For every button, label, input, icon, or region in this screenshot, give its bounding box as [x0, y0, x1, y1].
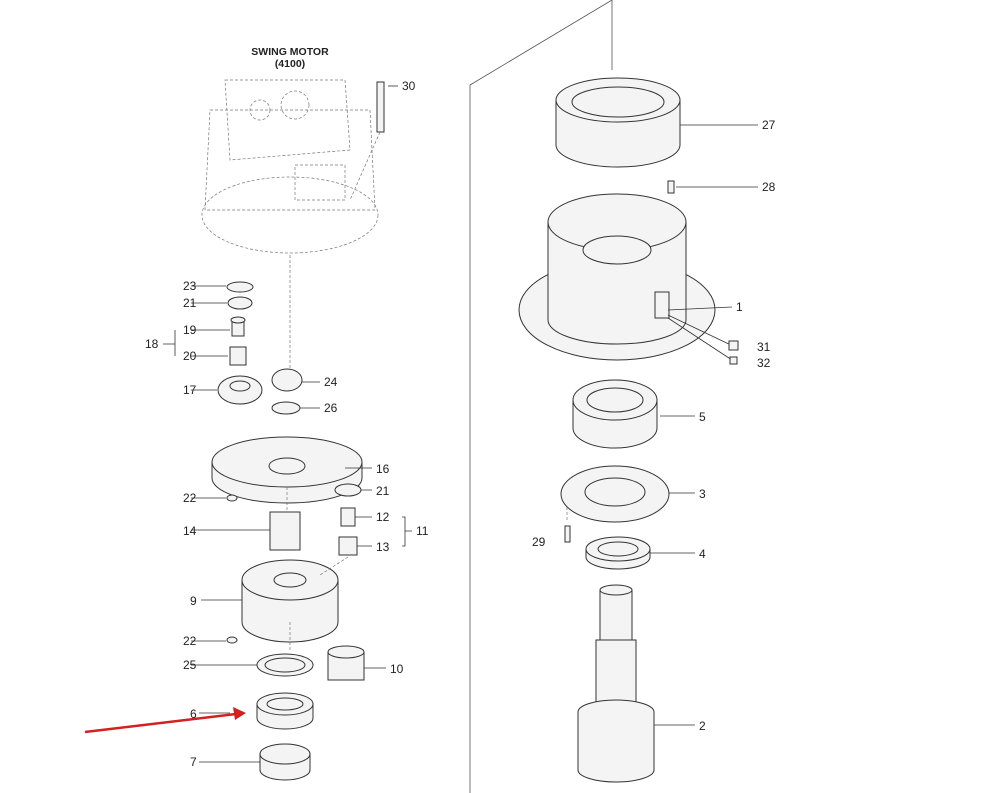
callout-9: 9 [190, 594, 197, 608]
callout-16: 16 [376, 462, 390, 476]
callout-13: 13 [376, 540, 390, 554]
callout-3: 3 [699, 487, 706, 501]
left-parts [163, 281, 412, 781]
callout-27: 27 [762, 118, 776, 132]
ring-gear-part [555, 77, 758, 168]
roller-bearing-part [572, 379, 695, 449]
callout-30: 30 [402, 79, 416, 93]
screw-part [564, 505, 571, 543]
callout-32: 32 [757, 356, 771, 370]
callout-17: 17 [183, 383, 197, 397]
swing-motor-outline [201, 79, 379, 372]
callout-26: 26 [324, 401, 338, 415]
callout-21b: 21 [376, 484, 390, 498]
callout-31: 31 [757, 340, 771, 354]
swing-motor-title: SWING MOTOR [251, 46, 329, 58]
callout-12: 12 [376, 510, 390, 524]
callout-19: 19 [183, 323, 197, 337]
callout-11: 11 [416, 524, 429, 538]
bolt-part [349, 81, 398, 201]
callout-18: 18 [145, 337, 159, 351]
callout-25: 25 [183, 658, 197, 672]
callout-10: 10 [390, 662, 404, 676]
callout-6: 6 [190, 707, 197, 721]
callout-1: 1 [736, 300, 743, 314]
callout-5: 5 [699, 410, 706, 424]
swing-motor-code: (4100) [275, 58, 305, 70]
callout-22: 22 [183, 491, 197, 505]
pin-part [667, 180, 758, 194]
callout-20: 20 [183, 349, 197, 363]
callout-21: 21 [183, 296, 197, 310]
callout-23: 23 [183, 279, 197, 293]
section-frame [469, 0, 613, 793]
callout-2: 2 [699, 719, 706, 733]
callout-14: 14 [183, 524, 197, 538]
callout-22b: 22 [183, 634, 197, 648]
pinion-shaft-part [577, 584, 695, 783]
oil-seal-part [585, 536, 695, 570]
highlight-arrow [84, 707, 246, 734]
callout-28: 28 [762, 180, 776, 194]
callout-24: 24 [324, 375, 338, 389]
housing-part [518, 193, 739, 365]
callout-7: 7 [190, 755, 197, 769]
callout-29: 29 [532, 535, 546, 549]
callout-4: 4 [699, 547, 706, 561]
seal-plate-part [560, 465, 695, 523]
